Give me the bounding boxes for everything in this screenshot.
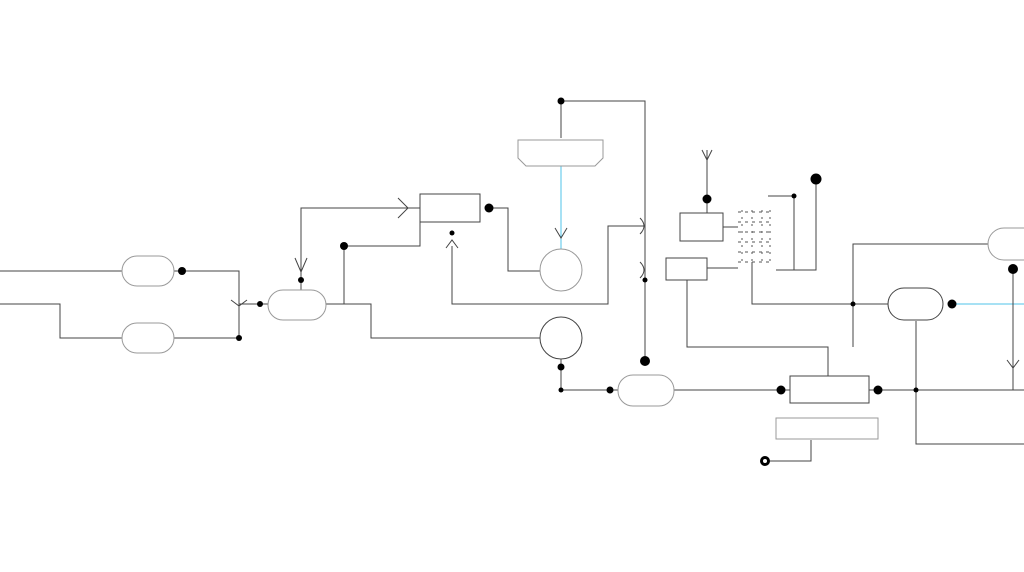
arrow-head [554, 227, 568, 239]
wire-grid-right [768, 195, 795, 270]
junction-dot [449, 230, 455, 236]
junction-dot [776, 385, 786, 395]
wire-input-bottom [0, 303, 122, 339]
junction-dot [791, 193, 797, 199]
arrow-head [639, 261, 645, 279]
wire-bottom-label [765, 440, 812, 462]
arrow-head [639, 217, 645, 235]
junction-dot [702, 194, 712, 204]
node-pill-b1[interactable] [121, 322, 175, 354]
junction-dot [298, 277, 304, 283]
node-box-h[interactable] [789, 375, 870, 404]
wire-far-right-loop [915, 321, 1024, 445]
node-pill-e[interactable] [617, 374, 675, 407]
arrow-heads [230, 149, 1020, 369]
junction-dot [557, 363, 565, 371]
node-pill-c[interactable] [267, 289, 327, 321]
junction-dots [178, 97, 1018, 466]
arrow-head [230, 299, 248, 307]
node-grid-block [738, 210, 772, 264]
junction-dot [340, 242, 348, 250]
diagram-nodes [121, 139, 1024, 440]
junction-dot [236, 335, 242, 341]
junction-dot [947, 299, 957, 309]
wire-top-spine [561, 100, 646, 362]
node-circle-bottom[interactable] [539, 316, 583, 360]
node-banner[interactable] [517, 139, 604, 167]
wire-arrow-loop [451, 225, 645, 305]
wire-pill3-up [300, 207, 420, 292]
node-box-f[interactable] [679, 212, 724, 242]
node-label-strip[interactable] [775, 417, 879, 440]
junction-dot [257, 301, 263, 307]
junction-dot [642, 277, 648, 283]
node-box-g[interactable] [665, 257, 708, 281]
node-pill-i[interactable] [987, 227, 1024, 261]
node-pill-j[interactable] [887, 287, 944, 321]
wire-box-to-circle [489, 207, 540, 272]
wire-grid-out [751, 262, 888, 305]
junction-dot [873, 385, 883, 395]
junction-dot [606, 386, 614, 394]
arrow-head [294, 257, 308, 274]
arrow-head [397, 197, 409, 219]
junction-dot [850, 301, 856, 307]
wire-pill1-out [174, 270, 240, 339]
arrow-head [445, 239, 459, 249]
junction-dot [557, 97, 565, 105]
node-box-d[interactable] [419, 193, 481, 223]
junction-dot [558, 387, 564, 393]
junction-dot [178, 267, 186, 275]
wire-far-right-top [852, 243, 988, 347]
junction-dot [640, 356, 650, 366]
arrow-head [1006, 359, 1020, 369]
junction-dot [810, 173, 822, 185]
wire-circle-to-pill [560, 358, 618, 391]
junction-dot [913, 387, 919, 393]
node-pill-a1[interactable] [121, 255, 175, 287]
wire-right-dot [776, 180, 817, 271]
node-circle-top[interactable] [539, 248, 583, 292]
junction-dot [484, 203, 494, 213]
arrow-head [701, 149, 713, 162]
wire-long-lower [343, 246, 540, 339]
wire-dot-to-box [344, 216, 421, 247]
junction-dot [1008, 264, 1018, 274]
wire-g-down [686, 280, 829, 376]
